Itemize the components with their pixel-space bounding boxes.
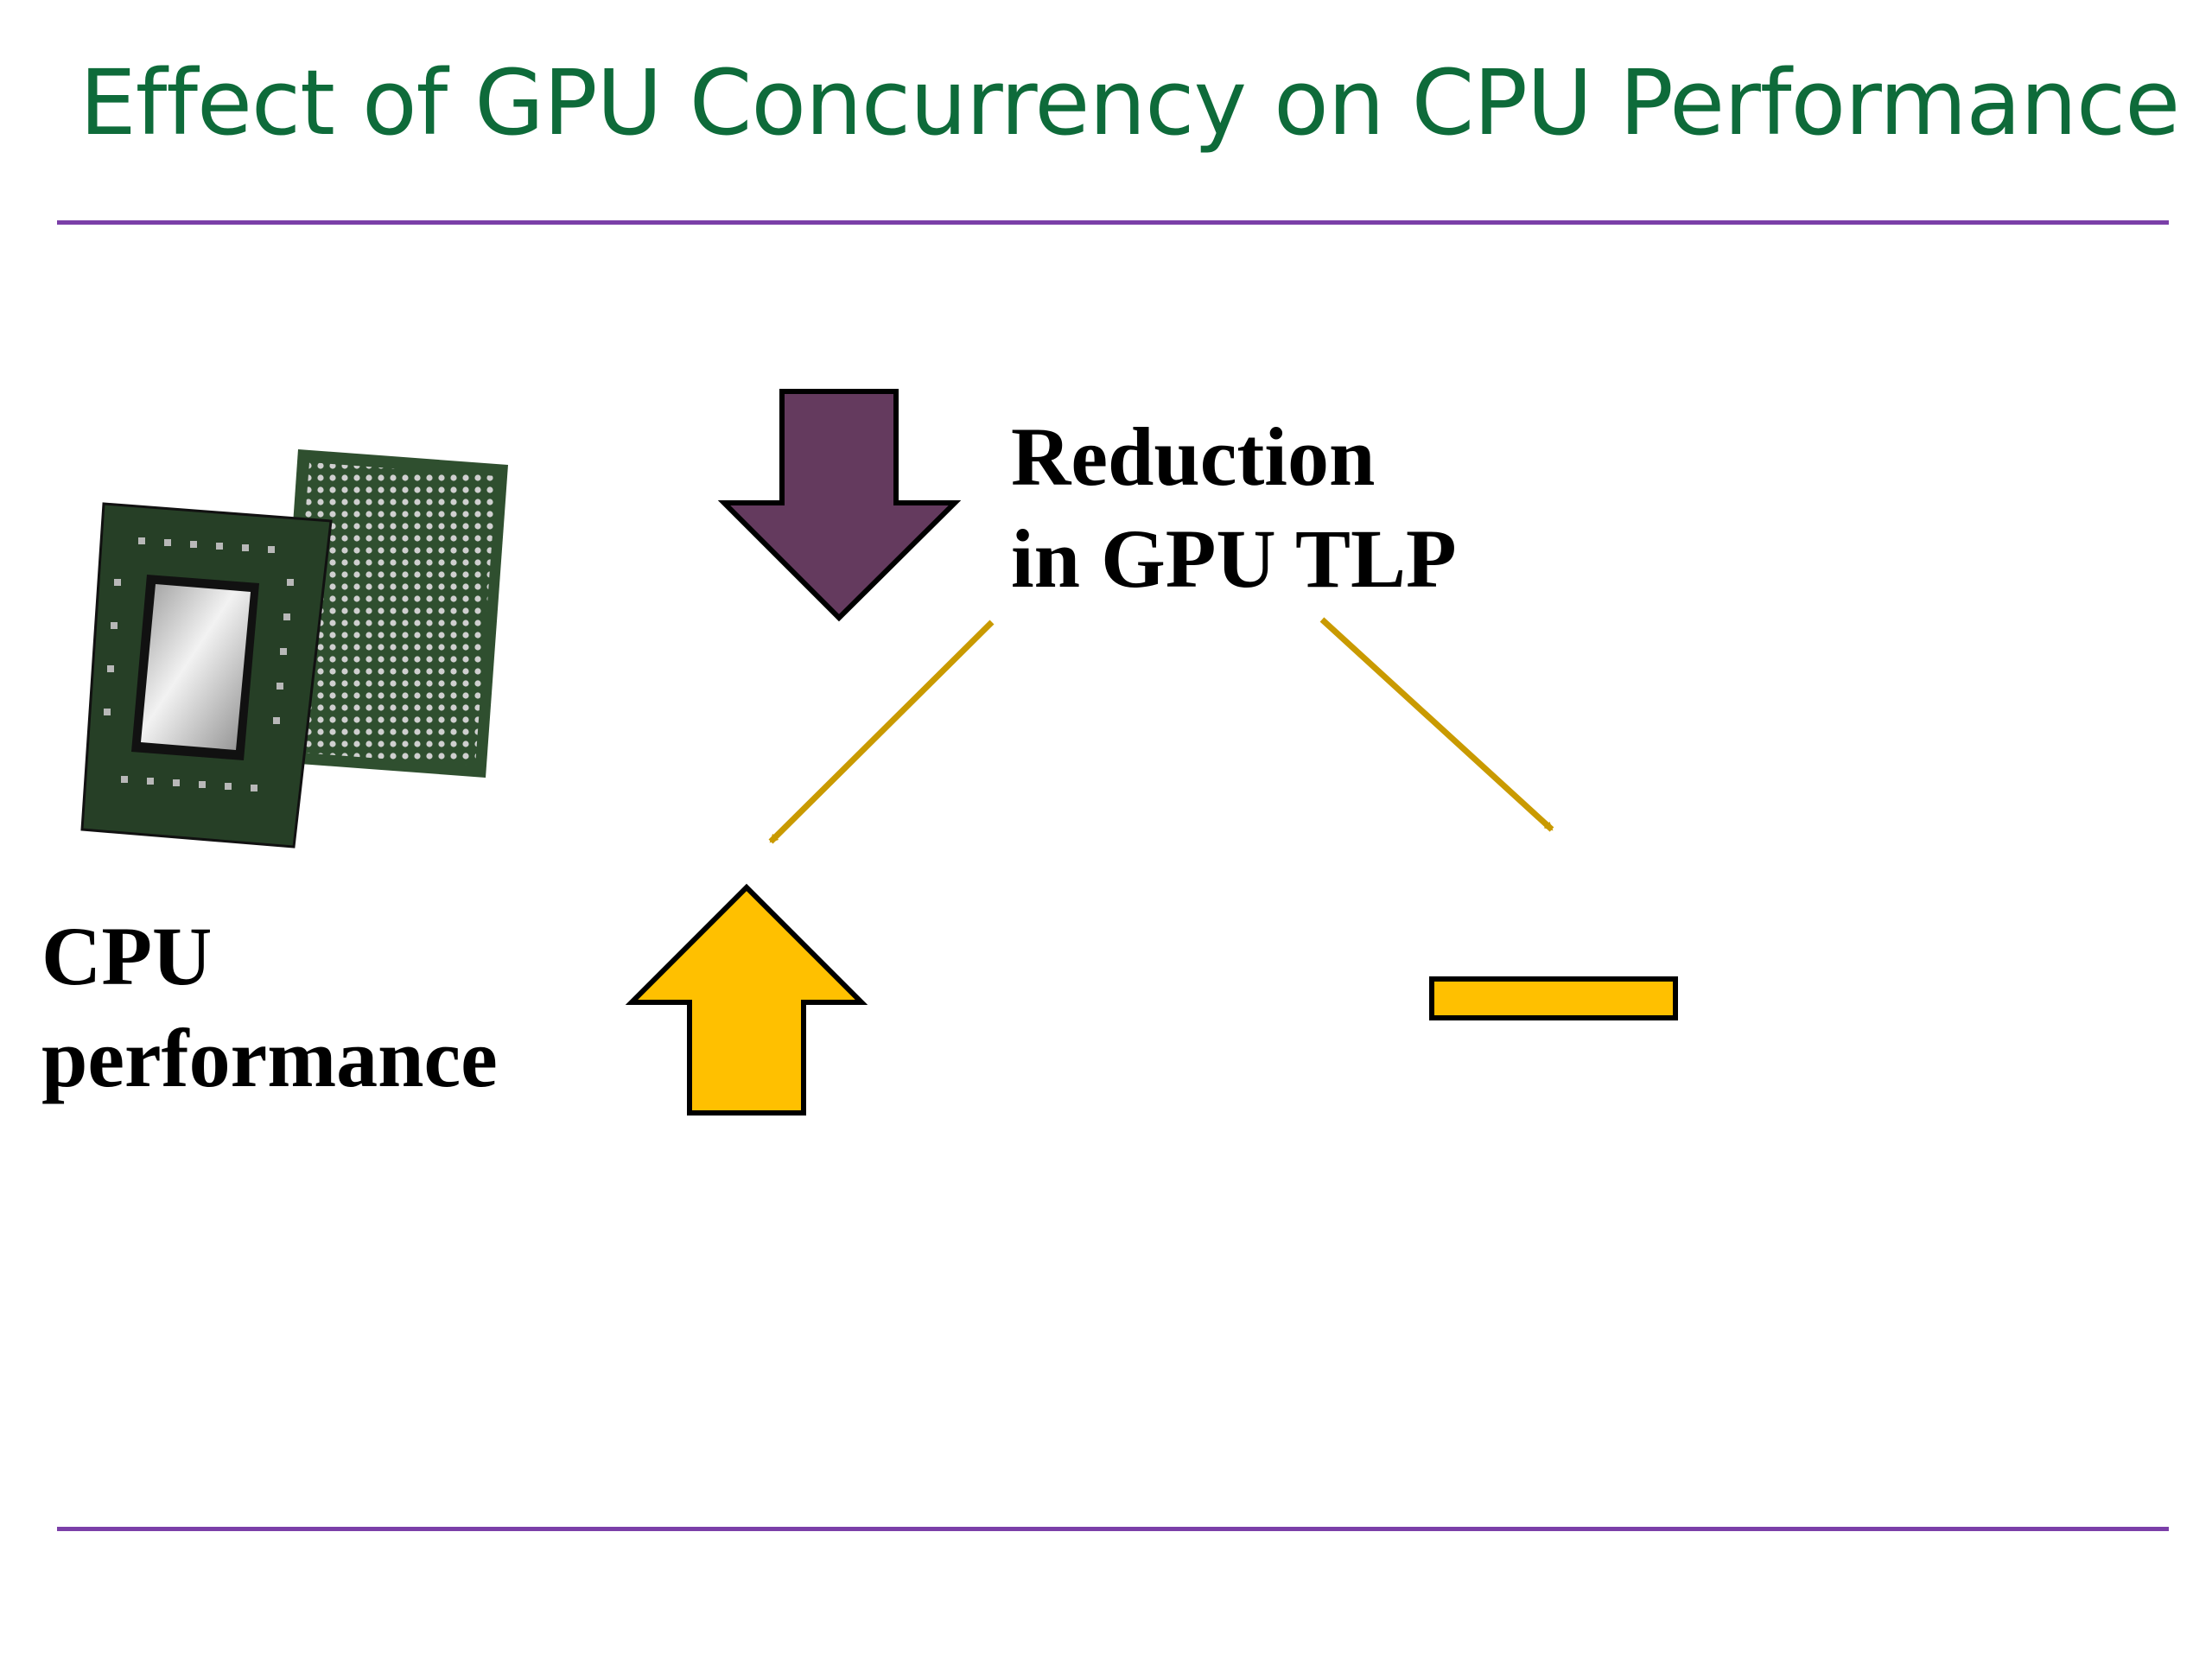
cpu-performance-label: CPU performance [41, 906, 498, 1109]
reduction-in-gpu-tlp-label: Reduction in GPU TLP [1011, 406, 1457, 610]
bottom-divider [57, 1527, 2169, 1531]
up-arrow-icon [625, 883, 868, 1116]
reduction-label-line2: in GPU TLP [1011, 512, 1457, 605]
right-connector-arrow [1319, 617, 1554, 832]
reduction-label-line1: Reduction [1011, 410, 1376, 503]
cpu-label-line2: performance [41, 1012, 498, 1104]
cpu-label-line1: CPU [41, 910, 213, 1002]
cpu-chip-icon [80, 449, 508, 849]
neutral-dash-icon [1429, 976, 1678, 1020]
top-divider [57, 220, 2169, 225]
slide-title: Effect of GPU Concurrency on CPU Perform… [79, 50, 2180, 156]
left-connector-arrow [768, 620, 995, 844]
down-arrow-icon [717, 389, 962, 622]
